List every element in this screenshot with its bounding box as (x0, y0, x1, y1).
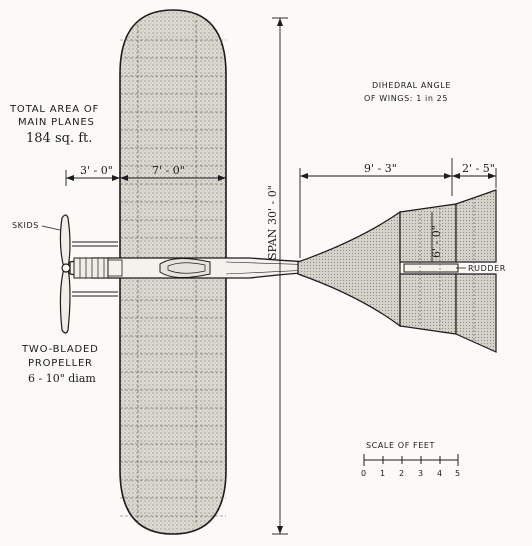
total-area-line2: MAIN PLANES (18, 117, 95, 128)
scale-tick-4: 4 (437, 469, 443, 478)
scale-tick-0: 0 (361, 469, 367, 478)
span-label: SPAN 30' - 0" (266, 185, 279, 260)
total-area-value: 184 sq. ft. (26, 131, 92, 146)
dimension-arrows (66, 18, 496, 534)
dim-7ft: 7' - 0" (152, 164, 185, 177)
dim-9ft: 9' - 3" (364, 162, 397, 175)
total-area-line1: TOTAL AREA OF (9, 104, 99, 115)
leader-lines (41, 225, 466, 269)
skids (72, 241, 118, 297)
dim-2ft: 2' - 5" (462, 162, 495, 175)
dihedral-line1: DIHEDRAL ANGLE (372, 81, 451, 90)
scale-ticks: 0 1 2 3 4 5 (361, 469, 461, 478)
dihedral-line2: OF WINGS: 1 in 25 (364, 94, 448, 103)
propeller-line2: PROPELLER (28, 358, 93, 369)
scale-bar (363, 454, 459, 466)
rudder-label: RUDDER (468, 264, 506, 273)
propeller-line3: 6 - 10" diam (28, 372, 96, 385)
propeller-line1: TWO-BLADED (21, 344, 99, 355)
scale-tick-3: 3 (418, 469, 424, 478)
dim-3ft: 3' - 0" (80, 164, 113, 177)
dim-6ft: 6' - 0" (430, 225, 443, 258)
scale-title: SCALE OF FEET (366, 441, 435, 450)
tail-plane (297, 189, 497, 353)
scale-tick-2: 2 (399, 469, 405, 478)
skids-label: SKIDS (12, 221, 39, 230)
scale-tick-1: 1 (380, 469, 386, 478)
scale-tick-5: 5 (455, 469, 461, 478)
propeller (59, 214, 71, 334)
